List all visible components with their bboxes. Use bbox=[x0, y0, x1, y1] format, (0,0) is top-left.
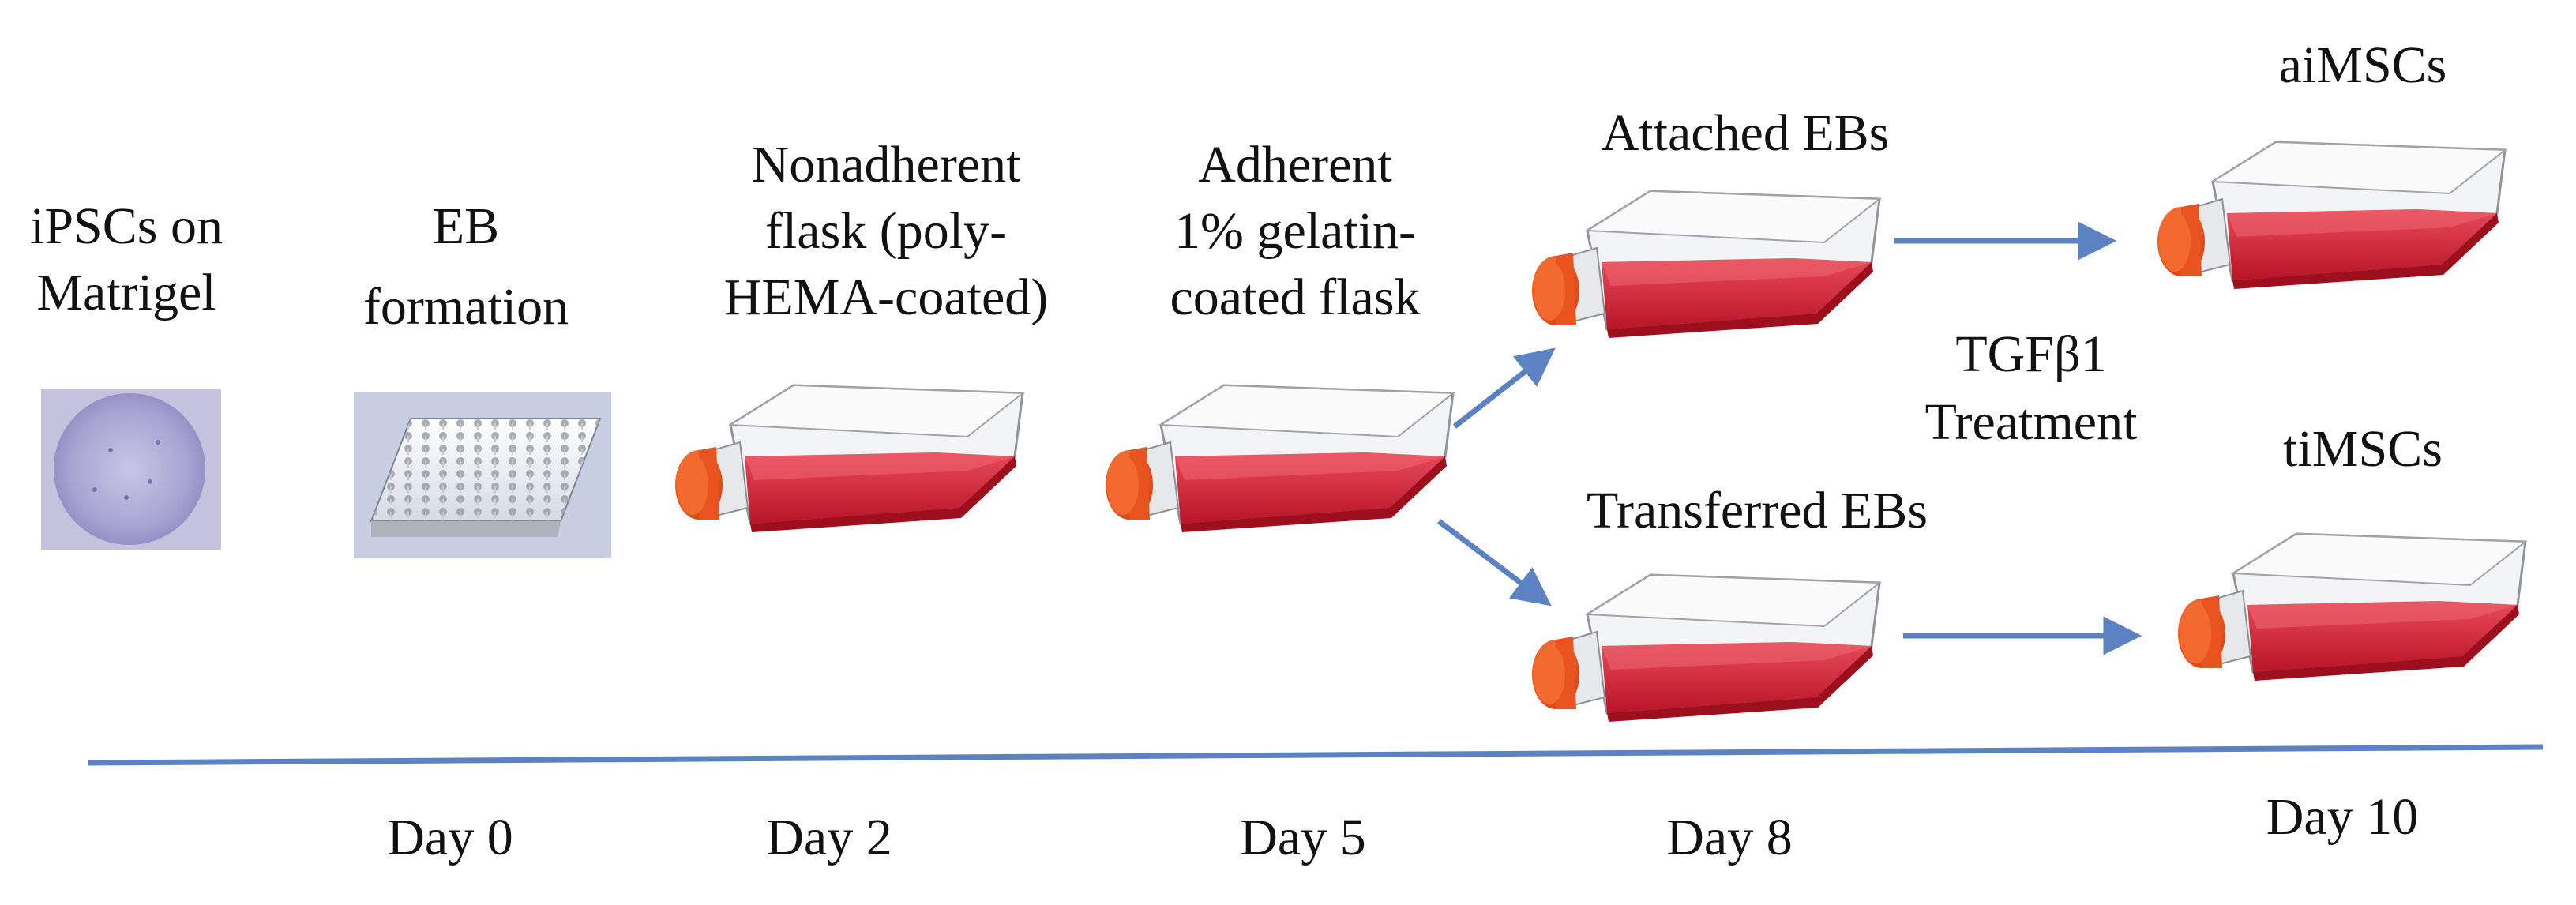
timsc-flask-icon bbox=[2176, 532, 2527, 682]
ipsc-label-line2: Matrigel bbox=[36, 264, 216, 321]
aimsc-label: aiMSCs bbox=[2279, 36, 2447, 94]
adherent-label-line3: coated flask bbox=[1170, 268, 1420, 326]
transferred-label: Transferred EBs bbox=[1587, 482, 1928, 539]
nonadherent-label-line2: flask (poly- bbox=[765, 202, 1007, 260]
aimsc-flask-icon bbox=[2156, 141, 2507, 291]
timeline-day5: Day 5 bbox=[1240, 809, 1365, 866]
branch-arrow-transferred bbox=[1436, 519, 1552, 606]
eb-label-line1: EB bbox=[433, 197, 499, 255]
timeline-day10: Day 10 bbox=[2266, 788, 2418, 846]
treatment-label-line2: Treatment bbox=[1925, 393, 2138, 451]
attached-label: Attached EBs bbox=[1602, 104, 1890, 162]
ipsc-label-line1: iPSCs on bbox=[30, 197, 223, 255]
timsc-label: tiMSCs bbox=[2283, 420, 2443, 478]
treatment-label-line1: TGFβ1 bbox=[1955, 325, 2106, 383]
well-plate-image bbox=[354, 392, 611, 558]
ipsc-colony-image bbox=[41, 389, 221, 550]
timeline-day0: Day 0 bbox=[387, 809, 513, 866]
timeline-day2: Day 2 bbox=[766, 809, 892, 866]
nonadherent-label-line3: HEMA-coated) bbox=[724, 268, 1049, 326]
transferred-flask-icon bbox=[1530, 573, 1881, 723]
adherent-label-line1: Adherent bbox=[1198, 136, 1392, 193]
timeline-line bbox=[88, 744, 2544, 766]
adherent-flask-icon bbox=[1104, 384, 1455, 534]
nonadherent-label-line1: Nonadherent bbox=[752, 136, 1021, 193]
adherent-label-line2: 1% gelatin- bbox=[1174, 202, 1416, 260]
branch-arrow-attached bbox=[1452, 347, 1556, 429]
attached-flask-icon bbox=[1530, 190, 1881, 340]
nonadherent-flask-icon bbox=[674, 384, 1024, 534]
eb-label-line2: formation bbox=[363, 278, 569, 336]
timeline-day8: Day 8 bbox=[1666, 809, 1792, 866]
